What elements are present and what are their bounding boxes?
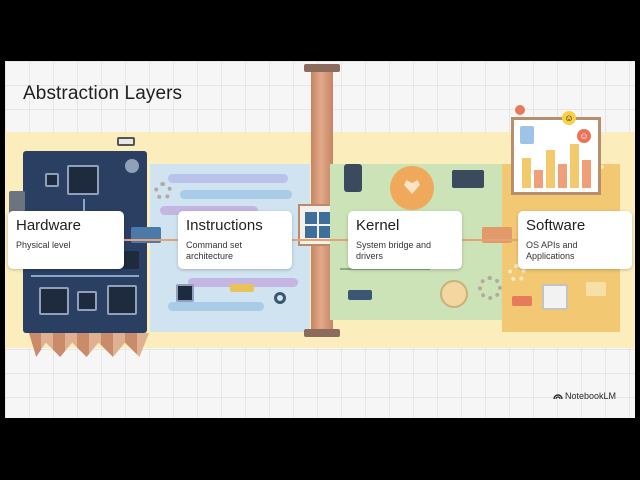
component-block-icon <box>121 251 139 269</box>
layer-card-software: Software OS APIs and Applications <box>518 211 632 269</box>
layer-subtitle: System bridge and drivers <box>356 240 432 261</box>
dashboard-board-icon <box>511 117 601 195</box>
pie-chart-icon <box>440 280 468 308</box>
app-block-icon <box>512 296 532 306</box>
fuse-icon <box>117 137 135 146</box>
dashboard-bar <box>558 164 567 188</box>
memory-chip-icon <box>39 287 69 315</box>
data-stream-ribbon <box>180 190 292 199</box>
circuit-trace <box>83 199 85 219</box>
smiley-icon: ☺ <box>562 111 576 125</box>
dashboard-bar <box>546 150 555 188</box>
layer-title: Kernel <box>356 217 400 234</box>
brand-label: NotebookLM <box>565 391 617 401</box>
hard-drive-icon <box>344 164 362 192</box>
layer-subtitle: OS APIs and Applications <box>526 240 578 261</box>
layer-title: Hardware <box>16 217 82 234</box>
small-chip-icon <box>45 173 59 187</box>
dashboard-bar <box>534 170 543 188</box>
connector-arrow <box>124 239 178 241</box>
slide: Abstraction Layers <box>5 61 635 418</box>
driver-module-icon <box>348 290 372 300</box>
gear-icon <box>478 276 502 300</box>
data-stream-ribbon <box>168 302 264 311</box>
signal-block-icon <box>230 284 254 292</box>
gear-icon <box>508 264 526 282</box>
small-chip-icon <box>77 291 97 311</box>
layer-subtitle: Command set architecture <box>186 240 243 261</box>
app-window-icon <box>586 282 606 296</box>
smiley-icon: ☺ <box>577 129 591 143</box>
cpu-chip-icon <box>67 165 99 195</box>
layer-card-instructions: Instructions Command set architecture <box>178 211 292 269</box>
pin-icon <box>515 105 525 115</box>
processor-chip-icon <box>107 285 137 315</box>
dashboard-bar <box>570 144 579 188</box>
central-pillar <box>311 66 333 336</box>
network-card-icon <box>452 170 484 188</box>
ring-icon <box>274 292 286 304</box>
layer-card-hardware: Hardware Physical level <box>8 211 124 269</box>
layer-card-kernel: Kernel System bridge and drivers <box>348 211 462 269</box>
circuit-trace <box>31 275 139 277</box>
layer-subtitle: Physical level <box>16 240 71 250</box>
slide-title: Abstraction Layers <box>23 83 183 104</box>
document-icon <box>520 126 534 144</box>
connector-arrow <box>292 239 348 241</box>
app-chip-icon <box>542 284 568 310</box>
pillar-cap <box>304 64 340 72</box>
circuit-trace <box>340 268 430 270</box>
data-stream-ribbon <box>160 206 258 215</box>
data-stream-ribbon <box>168 174 288 183</box>
small-chip-icon <box>176 284 194 302</box>
connector-arrow <box>462 239 518 241</box>
capacitor-icon <box>125 159 139 173</box>
dashboard-bar <box>582 160 591 188</box>
notebooklm-logo-icon <box>553 394 563 400</box>
layer-title: Instructions <box>186 217 263 234</box>
data-stream-ribbon <box>188 278 298 287</box>
pillar-base <box>304 329 340 337</box>
layer-title: Software <box>526 217 586 234</box>
gear-icon <box>154 182 172 200</box>
dashboard-bar <box>522 158 531 188</box>
